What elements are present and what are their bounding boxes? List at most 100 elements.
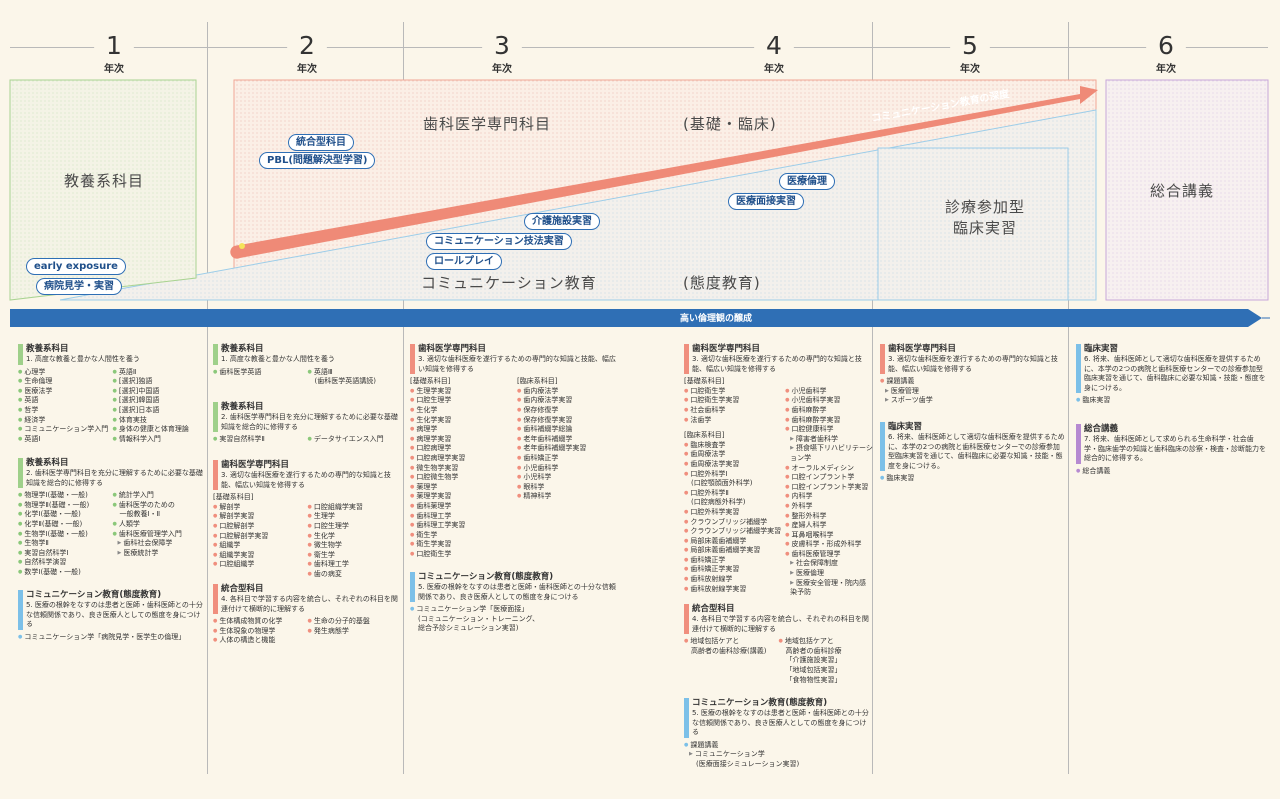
ethics-arrow-label: 高い倫理観の醸成 [680, 314, 753, 324]
subject-item: 発生病態学 [308, 627, 399, 637]
section-desc: 5. 医療の根幹をなすのは患者と医師・歯科医師との十分な信頼関係であり、良き医療… [692, 709, 869, 737]
pill-roleplay: ロールプレイ [426, 253, 502, 270]
subject-item: 歯科麻酔学実習 [785, 416, 873, 426]
clinical-box [877, 147, 1069, 301]
section-title: 臨床実習 [1084, 344, 1119, 354]
year-number: 6 [1146, 26, 1186, 66]
pill-early: early exposure [26, 258, 126, 275]
subject-item: [基礎系科目] [684, 377, 725, 386]
subject-item: 口腔外科学Ⅰ [684, 470, 781, 480]
subject-item: 歯科理工学 [410, 512, 513, 522]
subject-item: 臨床検査学 [684, 441, 781, 451]
label-kiso-rinsho: (基礎・臨床) [683, 115, 777, 133]
subject-item: 口腔衛生学実習 [684, 396, 781, 406]
subject-item: 歯科医療管理学入門 [113, 530, 204, 540]
subject-item: 口腔解剖学実習 [213, 532, 304, 542]
column-divider [403, 22, 404, 774]
subject-item: 生命倫理 [18, 377, 109, 387]
subject-item: [選択]独語 [113, 377, 204, 387]
section-title: 統合型科目 [221, 584, 264, 594]
col3-section-comm: コミュニケーション教育(態度教育)5. 医療の根幹をなすのは患者と医師・歯科医師… [410, 572, 620, 634]
subject-item: 口腔インプラント学実習 [785, 483, 873, 493]
subject-item: 解剖学 [213, 503, 304, 513]
subject-item: オーラルメディシン [785, 464, 873, 474]
label-kyoyo: 教養系科目 [64, 172, 145, 190]
subject-item: 体育実技 [113, 416, 204, 426]
section-title: コミュニケーション教育(態度教育) [26, 590, 162, 600]
subject-item: 英語Ⅰ [18, 435, 109, 445]
diagram-shapes [9, 79, 1270, 327]
subject-item: 局部床義歯補綴学実習 [684, 546, 781, 556]
subject-item: 生化学 [410, 406, 513, 416]
subject-item: 哲学 [18, 406, 109, 416]
subject-item: 臨床実習 [880, 474, 1065, 484]
subject-item: 口腔外科学実習 [684, 508, 781, 518]
subject-item: 課題講義 [880, 377, 1065, 387]
subject-item: 歯内療法学 [517, 387, 620, 397]
subject-note: (歯科医学英語講読) [314, 377, 376, 386]
communication-region [59, 109, 1097, 301]
liberal-arts-region [9, 79, 197, 301]
subject-item: 英語 [18, 396, 109, 406]
section-desc: 1. 高度な教養と豊かな人間性を養う [221, 355, 335, 363]
section-title: コミュニケーション教育(態度教育) [418, 572, 554, 582]
subject-item: 口腔生理学 [410, 396, 513, 406]
subject-item: 統計学入門 [113, 491, 204, 501]
subject-item: 障害者歯科学 [785, 435, 873, 445]
subject-item: 歯科矯正学 [684, 556, 781, 566]
pill-kaigo: 介護施設実習 [524, 213, 600, 230]
year-number: 5 [950, 26, 990, 66]
subject-item: 口腔衛生学 [410, 550, 513, 560]
section-desc: 2. 歯科医学専門科目を充分に理解するために必要な基礎知識を総合的に修得する [26, 469, 203, 487]
subject-item: 生体構成物質の化学 [213, 617, 304, 627]
subject-item: 身体の健康と体育理論 [113, 425, 204, 435]
subject-list-left: 物理学Ⅰ(基礎・一般)物理学Ⅱ(基礎・一般)化学Ⅰ(基礎・一般)化学Ⅱ(基礎・一… [18, 491, 109, 577]
subject-item: 歯科矯正学 [517, 454, 620, 464]
subject-item: 医療法学 [18, 387, 109, 397]
subject-item: 総合講義 [1076, 467, 1266, 477]
subject-item: 課題講義 [684, 741, 869, 751]
subject-item: 地域包括ケアと [779, 637, 870, 647]
section-title: 教養系科目 [221, 344, 264, 354]
subject-item: コミュニケーション学入門 [18, 425, 109, 435]
subject-note: (医療面接シミュレーション実習) [696, 759, 800, 768]
subject-item: 情報科学入門 [113, 435, 204, 445]
ethics-arrow [10, 309, 1262, 327]
section-desc: 1. 高度な教養と豊かな人間性を養う [26, 355, 140, 363]
subject-item: 歯科医学のための [113, 501, 204, 511]
label-taido: (態度教育) [683, 274, 761, 292]
subject-item: 局部床義歯補綴学 [684, 537, 781, 547]
year-number: 3 [482, 26, 522, 66]
subject-item: 口腔解剖学 [213, 522, 304, 532]
comprehensive-box [1105, 79, 1269, 301]
subject-item: (口腔顎顔面外科学) [691, 479, 753, 488]
subject-item: 老年歯科補綴学 [517, 435, 620, 445]
subject-item: クラウンブリッジ補綴学 [684, 518, 781, 528]
subject-item: [臨床系科目] [684, 431, 725, 440]
subject-item: 法歯学 [684, 416, 781, 426]
section-desc: 2. 歯科医学専門科目を充分に理解するために必要な基礎知識を総合的に修得する [221, 413, 398, 431]
subject-item: コミュニケーション学「医療面接」 [410, 605, 620, 615]
subject-item: [臨床系科目] [517, 377, 558, 386]
subject-item: 一般教養Ⅰ・Ⅱ [119, 510, 161, 519]
section-title: 歯科医学専門科目 [221, 460, 290, 470]
subject-item: 口腔病理学実習 [410, 454, 513, 464]
column-divider [207, 22, 208, 774]
subject-item: 口腔組織学実習 [308, 503, 399, 513]
subject-item: 口腔病理学 [410, 444, 513, 454]
subject-item: 生理学 [308, 512, 399, 522]
section-title: 教養系科目 [221, 402, 264, 412]
section-title: 教養系科目 [26, 458, 69, 468]
